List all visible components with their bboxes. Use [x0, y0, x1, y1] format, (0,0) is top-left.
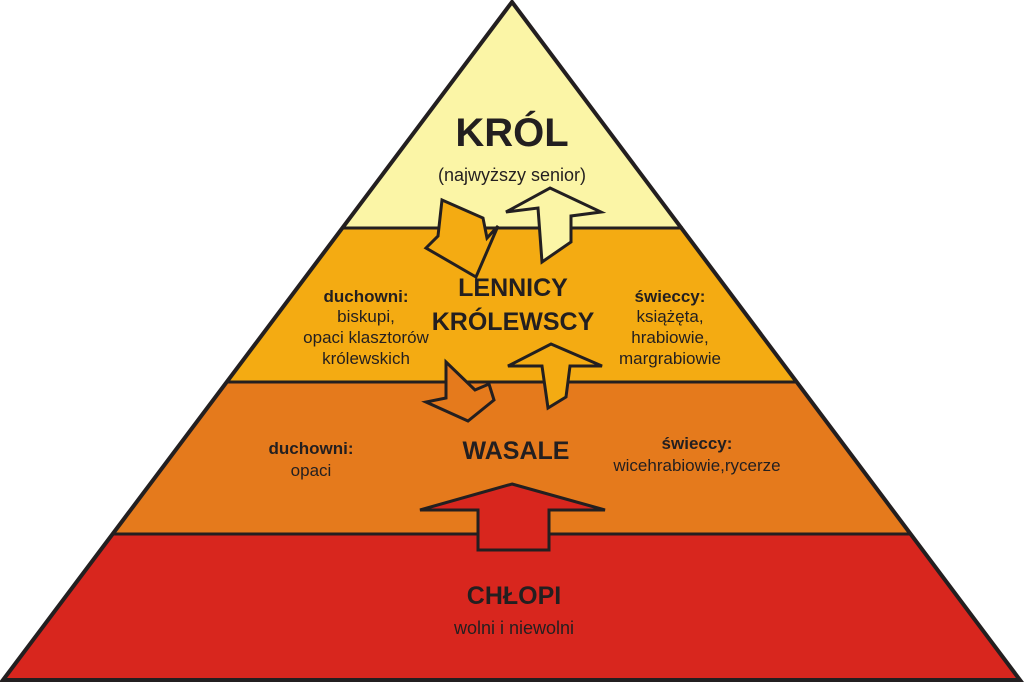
- tier-royal-vassals: [226, 228, 798, 382]
- royal-vassals-title-line1: LENNICY: [458, 274, 568, 302]
- tier-vassals: [112, 382, 912, 534]
- royal-vassals-secular-line: margrabiowie: [619, 349, 721, 368]
- peasants-subtitle: wolni i niewolni: [453, 618, 574, 638]
- royal-vassals-clergy-line: opaci klasztorów: [303, 328, 429, 347]
- arrow-up-royal-vassals-to-king: [505, 186, 607, 265]
- royal-vassals-secular-line: hrabiowie,: [631, 328, 709, 347]
- tier-king: [341, 2, 683, 228]
- arrow-down-royal-vassals-to-vassals: [421, 358, 496, 423]
- vassals-secular-line: wicehrabiowie,rycerze: [612, 456, 780, 475]
- arrow-up-peasants-to-vassals: [419, 482, 606, 552]
- vassals-title: WASALE: [463, 437, 570, 465]
- royal-vassals-clergy-heading: duchowni:: [324, 287, 409, 306]
- arrow-down-king-to-royal-vassals: [423, 197, 500, 280]
- vassals-clergy-line: opaci: [291, 461, 332, 480]
- peasants-title: CHŁOPI: [467, 582, 561, 610]
- vassals-clergy-heading: duchowni:: [269, 439, 354, 458]
- tier-peasants: [3, 534, 1020, 680]
- vassals-secular-heading: świeccy:: [662, 434, 733, 453]
- king-subtitle: (najwyższy senior): [438, 165, 586, 185]
- royal-vassals-secular-heading: świeccy:: [635, 287, 706, 306]
- royal-vassals-secular-line: książęta,: [636, 307, 703, 326]
- king-title: KRÓL: [455, 109, 568, 155]
- royal-vassals-clergy-line: królewskich: [322, 349, 410, 368]
- royal-vassals-title-line2: KRÓLEWSCY: [432, 306, 595, 336]
- royal-vassals-clergy-line: biskupi,: [337, 307, 395, 326]
- arrow-up-vassals-to-royal-vassals: [507, 342, 603, 411]
